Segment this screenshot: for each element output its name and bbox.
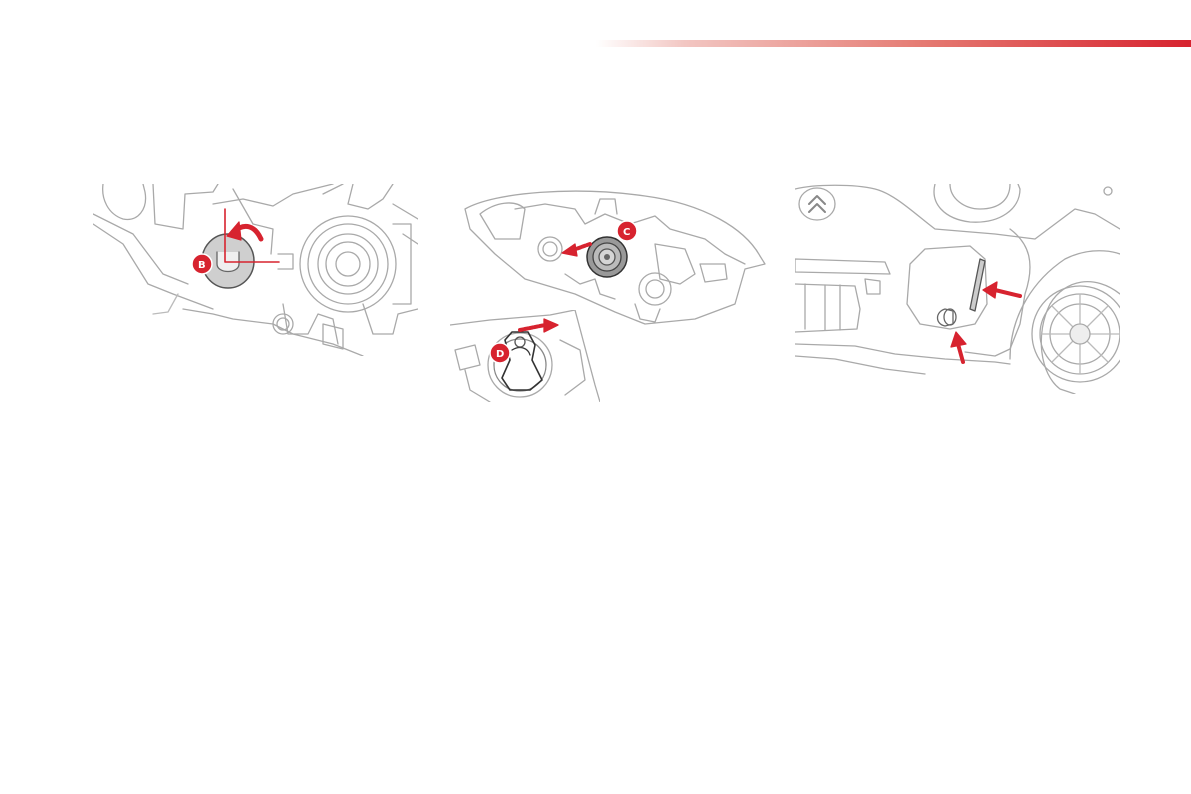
front-bumper-fog-lamp-illustration xyxy=(795,184,1120,394)
bulb-removal-illustration: D xyxy=(450,310,600,402)
callout-c-label: C xyxy=(623,227,630,238)
header-accent-bar xyxy=(596,40,1191,47)
callout-b-label: B xyxy=(198,260,206,271)
callout-d-label: D xyxy=(496,349,504,360)
headlamp-cover-illustration: B xyxy=(93,184,418,356)
